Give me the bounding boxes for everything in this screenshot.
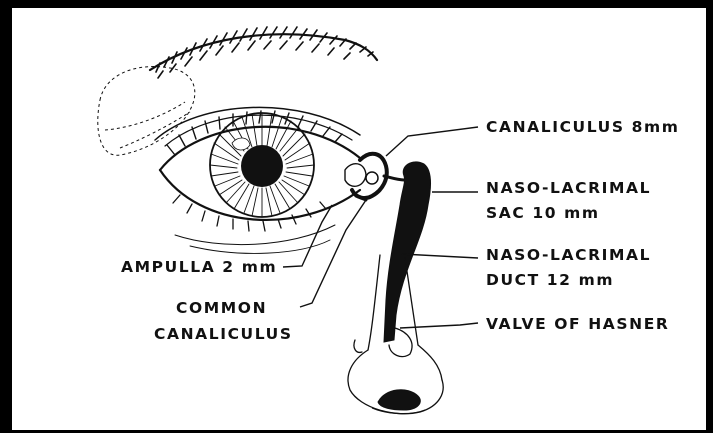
eye xyxy=(155,107,366,253)
label-canaliculus: CANALICULUS 8mm xyxy=(486,118,680,136)
label-common-line1: COMMON xyxy=(176,299,267,317)
label-sac-line2: SAC 10 mm xyxy=(486,204,600,222)
eyebrow xyxy=(150,27,377,78)
leader-valve xyxy=(400,323,478,328)
leader-duct xyxy=(402,254,478,258)
label-ampulla: AMPULLA 2 mm xyxy=(121,258,277,276)
label-duct-line2: DUCT 12 mm xyxy=(486,271,614,289)
label-valve-of-hasner: VALVE OF HASNER xyxy=(486,315,669,333)
lacrimal-gland-outline xyxy=(98,67,195,156)
label-common-line2: CANALICULUS xyxy=(154,325,293,343)
canaliculi xyxy=(352,154,404,200)
label-duct-line1: NASO-LACRIMAL xyxy=(486,246,651,264)
leader-canaliculus xyxy=(386,127,478,156)
label-sac-line1: NASO-LACRIMAL xyxy=(486,179,651,197)
nasolacrimal-sac-and-duct xyxy=(384,162,431,342)
